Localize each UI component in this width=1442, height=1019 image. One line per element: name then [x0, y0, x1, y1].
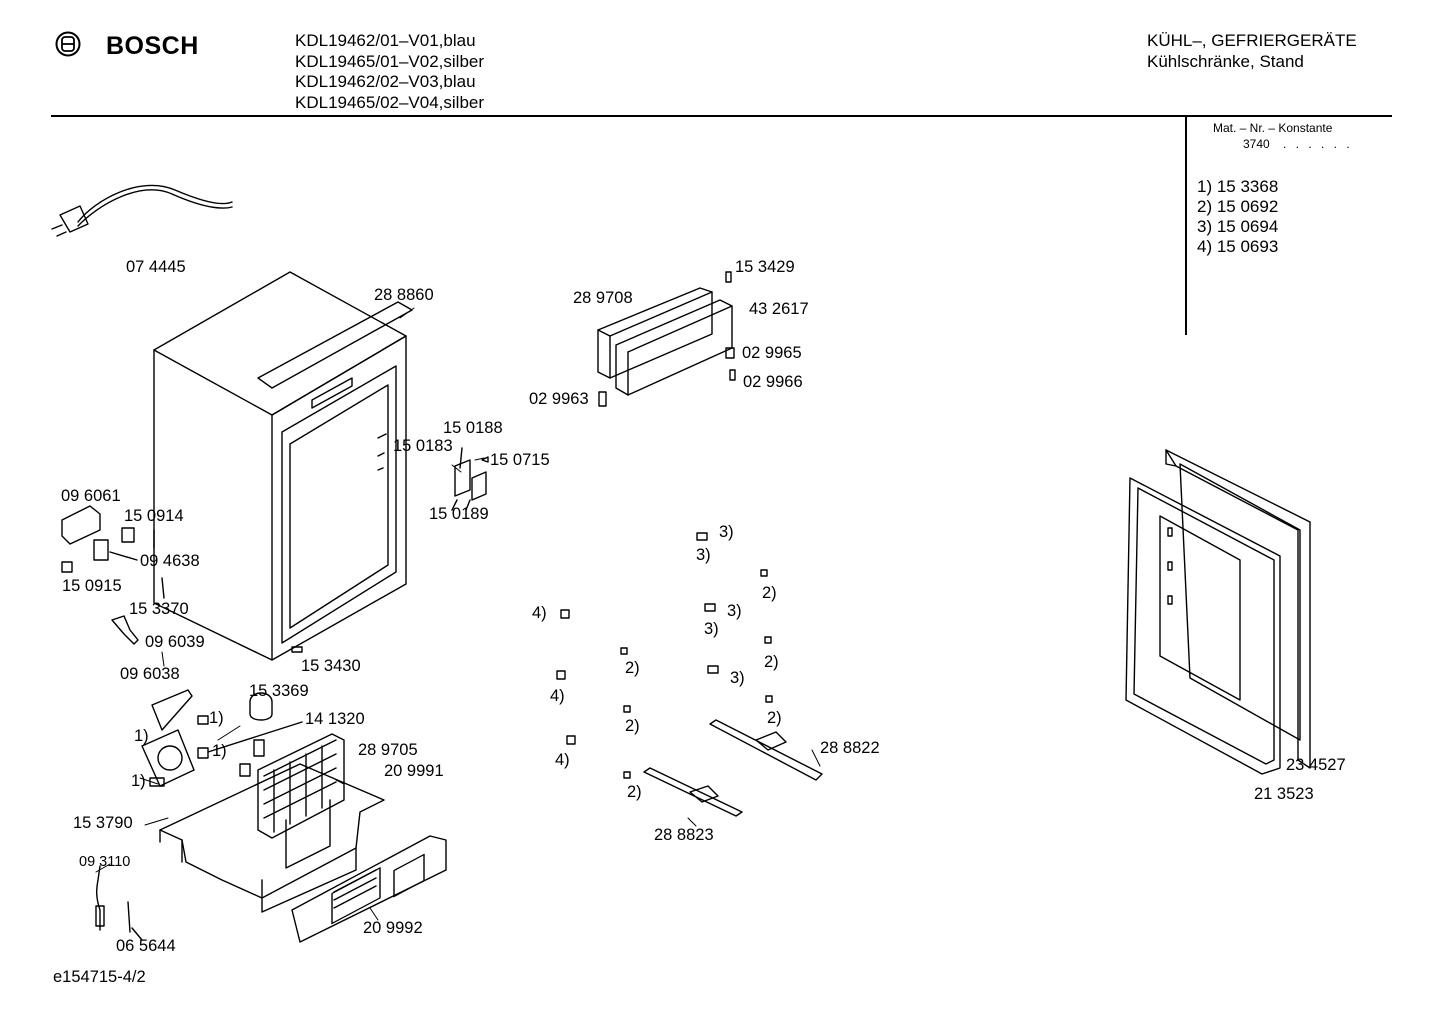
part-label: 15 0915: [62, 577, 122, 595]
fan-motor-icon: [141, 689, 303, 787]
part-label: 28 9705: [358, 741, 418, 759]
part-label: 23 4527: [1286, 756, 1346, 774]
part-label: 15 3369: [249, 682, 309, 700]
part-label: 15 3430: [301, 657, 361, 675]
part-label: 15 0188: [443, 419, 503, 437]
part-label: 15 0715: [490, 451, 550, 469]
door-panel-icon: [1125, 449, 1311, 775]
model-line: KDL19465/01–V02,silber: [295, 51, 485, 71]
material-dots: . . . . . .: [1283, 137, 1353, 151]
part-label: 02 9966: [743, 373, 803, 391]
part-label: 15 3790: [73, 814, 133, 832]
thermostat-housing-icon: [61, 505, 165, 645]
category-line: KÜHL–, GEFRIERGERÄTE: [1147, 31, 1357, 50]
part-label: 15 3370: [129, 600, 189, 618]
part-label: 09 6061: [61, 487, 121, 505]
footnote: 1) 15 3368: [1197, 177, 1279, 196]
part-label: 2): [764, 653, 779, 671]
header-divider: [51, 115, 1392, 117]
part-label: 14 1320: [305, 710, 365, 728]
footnote-list: 1) 15 3368 2) 15 0692 3) 15 0694 4) 15 0…: [1197, 177, 1278, 257]
material-label: Mat. – Nr. – Konstante: [1213, 121, 1333, 135]
part-label: 28 9708: [573, 289, 633, 307]
model-list: KDL19462/01–V01,blau KDL19465/01–V02,sil…: [295, 31, 484, 113]
part-label: 2): [625, 717, 640, 735]
category: KÜHL–, GEFRIERGERÄTE Kühlschränke, Stand: [1147, 31, 1357, 72]
part-label: 09 6038: [120, 665, 180, 683]
part-label: 4): [532, 604, 547, 622]
part-label: 1): [131, 772, 146, 790]
drawing-reference: e154715-4/2: [53, 968, 146, 986]
part-label: 21 3523: [1254, 785, 1314, 803]
part-label: 1): [209, 709, 224, 727]
bosch-logo-icon: [55, 31, 81, 57]
part-label: 15 0914: [124, 507, 184, 525]
part-label: 07 4445: [126, 258, 186, 276]
brand-name: BOSCH: [106, 32, 199, 60]
category-line: Kühlschränke, Stand: [1147, 51, 1304, 71]
leader-line: [95, 307, 821, 921]
model-line: KDL19462/01–V01,blau: [295, 31, 476, 50]
part-label: 09 3110: [79, 854, 131, 870]
part-label: 15 0189: [429, 505, 489, 523]
footnote: 3) 15 0694: [1197, 217, 1279, 236]
part-label: 3): [730, 669, 745, 687]
part-label: 1): [212, 742, 227, 760]
hinge-icon: [377, 433, 489, 511]
part-label: 02 9963: [529, 390, 589, 408]
condenser-coil-icon: [257, 733, 345, 839]
part-label: 4): [555, 751, 570, 769]
part-label: 28 8823: [654, 826, 714, 844]
door-rail-icon: [643, 719, 823, 817]
part-label: 3): [727, 602, 742, 620]
part-label: 2): [625, 659, 640, 677]
sidebar-divider: [1185, 117, 1187, 335]
temperature-sensor-icon: [95, 865, 143, 941]
part-label: 2): [767, 709, 782, 727]
small-part-icon: [556, 532, 773, 779]
model-line: KDL19465/02–V04,silber: [295, 92, 485, 112]
part-label: 15 3429: [735, 258, 795, 276]
part-label: 09 6039: [145, 633, 205, 651]
part-label: 06 5644: [116, 937, 176, 955]
machine-tray-icon: [159, 763, 385, 913]
part-label: 09 4638: [140, 552, 200, 570]
freezer-flap-icon: [597, 271, 736, 407]
part-label: 1): [134, 727, 149, 745]
part-label: 20 9991: [384, 762, 444, 780]
part-label: 3): [704, 620, 719, 638]
part-label: 28 8822: [820, 739, 880, 757]
part-label: 3): [696, 546, 711, 564]
part-label: 2): [627, 783, 642, 801]
part-label: 02 9965: [742, 344, 802, 362]
part-label: 4): [550, 687, 565, 705]
footnote: 2) 15 0692: [1197, 197, 1279, 216]
footnote: 4) 15 0693: [1197, 237, 1279, 256]
part-label: 20 9992: [363, 919, 423, 937]
part-label: 15 0183: [393, 437, 453, 455]
part-label: 2): [762, 584, 777, 602]
power-cord-icon: [51, 184, 233, 237]
part-label: 3): [719, 523, 734, 541]
part-label: 28 8860: [374, 286, 434, 304]
material-number: 3740: [1243, 137, 1270, 151]
model-line: KDL19462/02–V03,blau: [295, 72, 476, 91]
part-label: 43 2617: [749, 300, 809, 318]
vent-grille-icon: [291, 835, 447, 943]
cabinet-body-icon: [153, 271, 413, 661]
